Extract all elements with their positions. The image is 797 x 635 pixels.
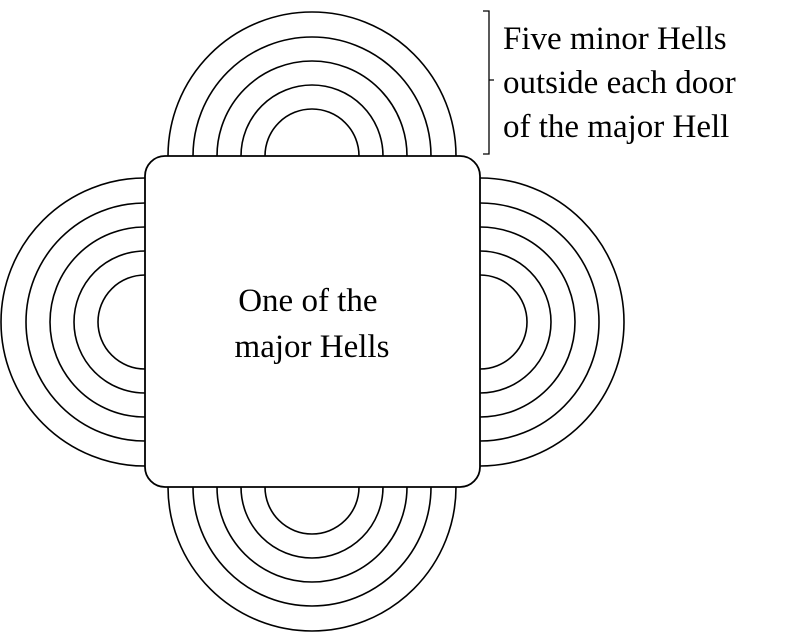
center-label-line-2: major Hells [235,329,390,365]
minor-hell-ring [479,202,600,442]
center-label: One of the major Hells [235,283,390,365]
minor-hells-right [479,177,625,467]
minor-hell-ring [479,250,552,394]
minor-hell-ring [479,226,576,418]
minor-hell-ring [25,202,146,442]
annotation-label-line-3: of the major Hell [503,109,729,145]
minor-hell-ring [216,486,408,583]
minor-hell-ring [167,486,457,632]
minor-hell-ring [167,11,457,157]
minor-hell-ring [240,486,384,559]
minor-hell-ring [240,84,384,157]
minor-hell-ring [97,274,146,370]
annotation-bracket [483,10,494,155]
annotation-label-line-2: outside each door [503,65,736,101]
annotation-label-line-1: Five minor Hells [503,21,727,57]
annotation-label: Five minor Hells outside each door of th… [503,21,744,145]
minor-hell-ring [264,108,360,157]
minor-hell-ring [73,250,146,394]
minor-hell-ring [216,60,408,157]
minor-hells-bottom [167,486,457,632]
minor-hell-ring [192,486,432,607]
minor-hell-ring [479,177,625,467]
minor-hell-ring [49,226,146,418]
minor-hell-ring [192,36,432,157]
major-hell-box [144,155,481,488]
minor-hell-ring [264,486,360,535]
center-label-line-1: One of the [238,283,377,319]
minor-hells-left [0,177,146,467]
minor-hell-ring [479,274,528,370]
minor-hells-top [167,11,457,157]
minor-hell-ring [0,177,146,467]
